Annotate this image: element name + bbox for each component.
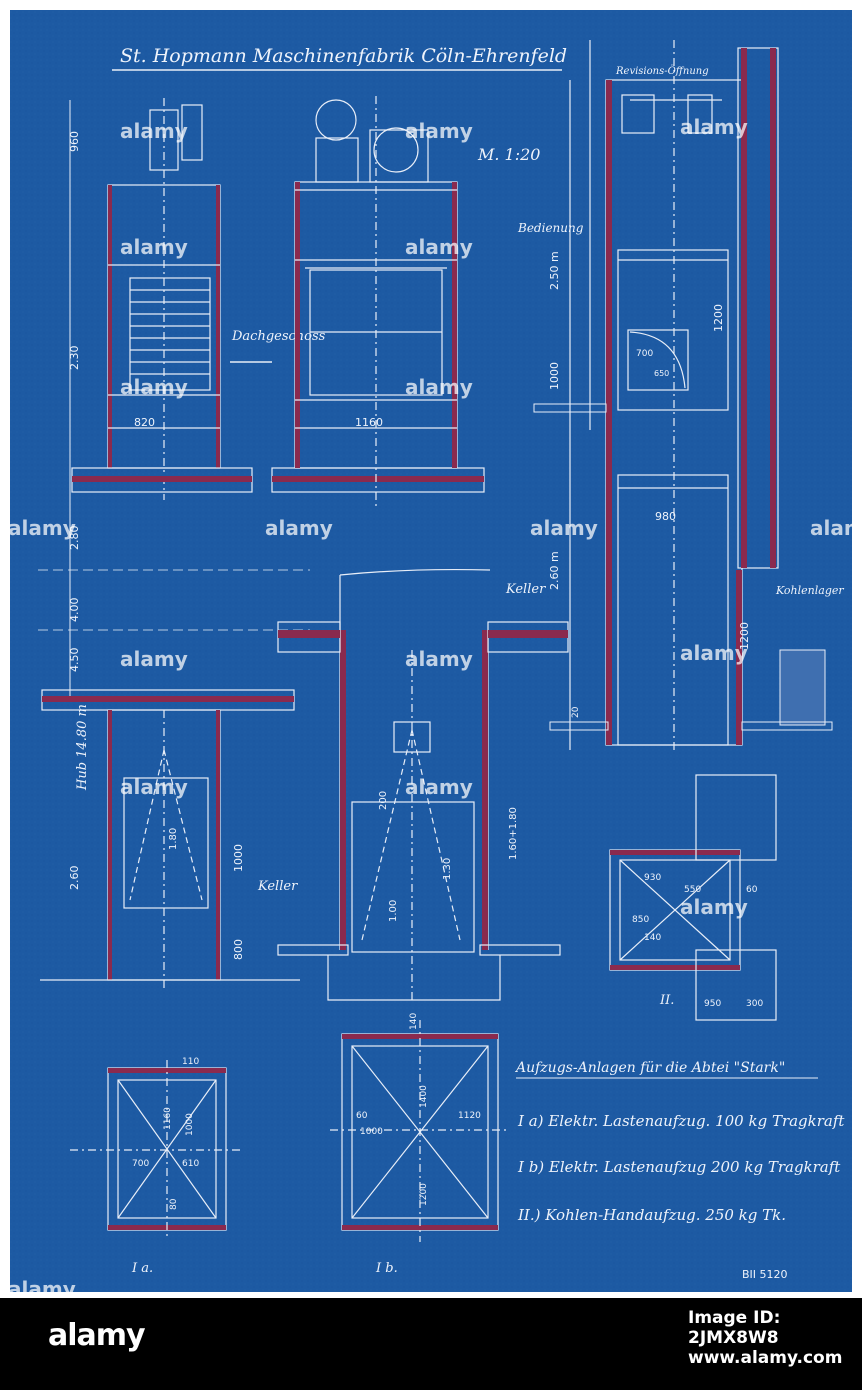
footer-url: www.alamy.com xyxy=(688,1348,843,1368)
watermark-text: alamy xyxy=(10,1277,76,1292)
floor-slab-left-fill xyxy=(72,476,252,482)
plan-dim-300: 300 xyxy=(746,999,763,1009)
watermark-text: alamy xyxy=(405,375,473,399)
label-view-1b: I b. xyxy=(375,1261,398,1276)
watermark-text: alamy xyxy=(120,235,188,259)
plan-dim-60: 60 xyxy=(746,885,758,895)
plan-1b-dim-1200: 1200 xyxy=(419,1183,429,1206)
watermark: alamy alamy alamy alamy alamy alamy alamy alamy… xyxy=(10,115,852,1292)
dim-800: 800 xyxy=(232,939,245,960)
watermark-text: alamy xyxy=(120,119,188,143)
watermark-text: alamy xyxy=(265,516,333,540)
slab-right-upper-fill xyxy=(488,630,568,638)
label-kohlenlager: Kohlenlager xyxy=(775,584,844,597)
dim-20: 20 xyxy=(571,706,581,718)
label-keller-top: Keller xyxy=(505,582,546,597)
dim-450: 4.50 xyxy=(68,648,81,673)
scale-label: M. 1:20 xyxy=(477,145,540,164)
dim-160: 1.60+1.80 xyxy=(508,807,519,860)
dim-400: 4.00 xyxy=(68,598,81,623)
plan-2 xyxy=(609,774,777,1021)
label-revision: Revisions-Öffnung xyxy=(615,65,709,77)
dim-820: 820 xyxy=(134,416,155,429)
plan-1b-dim-1120: 1120 xyxy=(458,1111,481,1121)
caption-line-1b: I b) Elektr. Lastenaufzug 200 kg Tragkra… xyxy=(517,1158,841,1176)
plan-1a-dim-1000: 1000 xyxy=(185,1113,195,1136)
footer-logo: alamy xyxy=(48,1318,146,1353)
dim-100: 1.00 xyxy=(388,900,399,922)
watermark-text: alamy xyxy=(680,641,748,665)
plan-1b-dim-60: 60 xyxy=(356,1111,368,1121)
view-1b-elevation xyxy=(294,96,458,510)
dim-200: 200 xyxy=(378,791,389,810)
watermark-text: alamy xyxy=(10,516,76,540)
watermark-text: alamy xyxy=(680,895,748,919)
image-id: Image ID: 2JMX8W8 xyxy=(688,1308,781,1348)
plan-dim-850: 850 xyxy=(632,915,649,925)
plan-1b xyxy=(330,1020,510,1242)
dim-230: 2.30 xyxy=(68,346,81,371)
dim-1160: 1160 xyxy=(355,416,383,429)
watermark-text: alamy xyxy=(120,775,188,799)
label-view-1a: I a. xyxy=(131,1261,153,1276)
plan-1a xyxy=(70,1060,240,1240)
dim-130: 1.30 xyxy=(442,858,453,880)
label-hub: Hub 14.80 m xyxy=(75,704,90,791)
caption-line-2: II.) Kohlen-Handaufzug. 250 kg Tk. xyxy=(517,1206,786,1224)
watermark-text: alamy xyxy=(405,647,473,671)
watermark-text: alamy xyxy=(405,235,473,259)
label-keller-bottom: Keller xyxy=(257,879,298,894)
floor-slab-lower-left-fill xyxy=(42,696,294,702)
plan-1b-dim-140: 140 xyxy=(409,1013,419,1030)
blueprint-drawing: St. Hopmann Maschinenfabrik Cöln-Ehrenfe… xyxy=(10,10,852,1292)
watermark-text: alamy xyxy=(530,516,598,540)
plan-1a-dim-610: 610 xyxy=(182,1159,199,1169)
plan-1b-dim-1400: 1400 xyxy=(419,1085,429,1108)
dim-1200: 1200 xyxy=(712,304,725,332)
dim-1200b: 1200 xyxy=(738,622,751,650)
drawing-title: St. Hopmann Maschinenfabrik Cöln-Ehrenfe… xyxy=(120,45,567,67)
label-bedienung: Bedienung xyxy=(517,221,584,235)
plan-1a-dim-80: 80 xyxy=(169,1198,179,1210)
archive-number: BII 5120 xyxy=(742,1268,788,1281)
watermark-text: alamy xyxy=(680,115,748,139)
watermark-text: alamy xyxy=(120,647,188,671)
watermark-text: alamy xyxy=(810,516,852,540)
watermark-text: alamy xyxy=(405,119,473,143)
dim-260: 2.60 xyxy=(68,866,81,891)
plan-1a-dim-110: 110 xyxy=(182,1057,199,1067)
dim-650: 650 xyxy=(654,369,669,378)
plan-dim-550: 550 xyxy=(684,885,701,895)
plan-1a-dim-1160: 1160 xyxy=(163,1107,173,1130)
dim-280: 2.80 xyxy=(68,526,81,551)
plan-dim-930: 930 xyxy=(644,873,661,883)
blueprint-sheet: St. Hopmann Maschinenfabrik Cöln-Ehrenfe… xyxy=(10,10,852,1292)
watermark-text: alamy xyxy=(120,375,188,399)
dim-980: 980 xyxy=(655,510,676,523)
coal-pile xyxy=(779,649,826,726)
view-1a-lower xyxy=(40,709,300,990)
dim-1000-right: 1000 xyxy=(548,362,561,390)
plan-1b-dim-1000: 1000 xyxy=(360,1127,383,1137)
caption-title: Aufzugs-Anlagen für die Abtei "Stark" xyxy=(514,1060,785,1076)
dim-1000: 1000 xyxy=(232,844,245,872)
plan-dim-140: 140 xyxy=(644,933,661,943)
watermark-text: alamy xyxy=(405,775,473,799)
dim-700: 700 xyxy=(636,349,653,359)
dim-960: 960 xyxy=(68,131,81,152)
plan-dim-950: 950 xyxy=(704,999,721,1009)
plan-1a-dim-700: 700 xyxy=(132,1159,149,1169)
footer-bar xyxy=(0,1298,862,1390)
label-view-2: II. xyxy=(659,993,674,1008)
label-dachgeschoss: Dachgeschoss xyxy=(231,329,326,344)
dim-180: 1.80 xyxy=(168,828,179,850)
caption-line-1a: I a) Elektr. Lastenaufzug. 100 kg Tragkr… xyxy=(517,1112,845,1130)
slab-left-upper-fill xyxy=(278,630,340,638)
dim-260m: 2.60 m xyxy=(548,551,561,590)
dim-250m: 2.50 m xyxy=(548,251,561,290)
floor-slab-mid-fill xyxy=(272,476,484,482)
